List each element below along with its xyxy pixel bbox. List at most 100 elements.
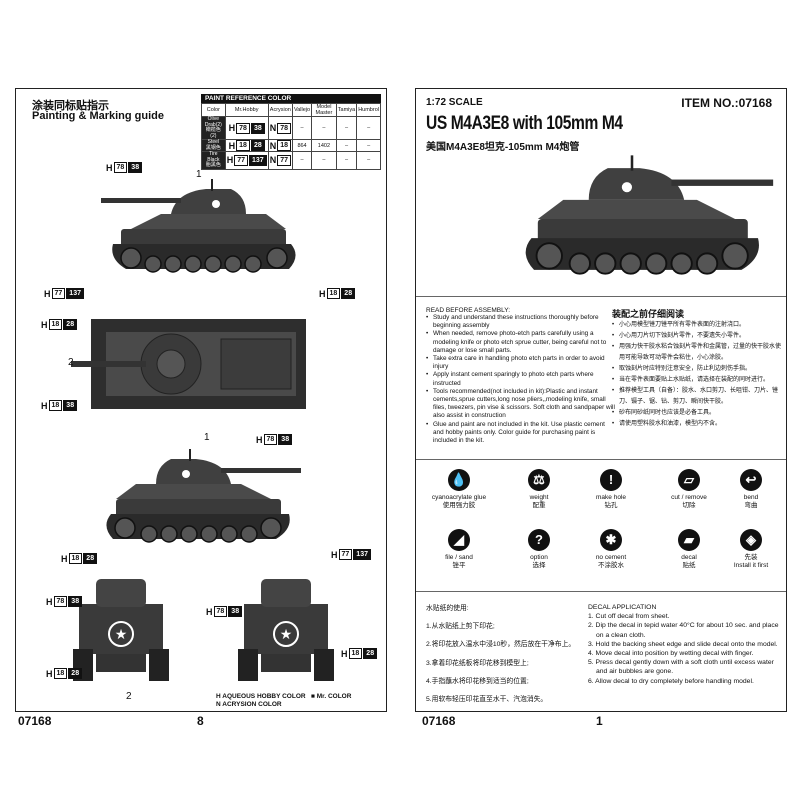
symbol-label: file / sand — [445, 554, 473, 561]
hobby-code: 18 — [68, 553, 83, 564]
page-title-cn: 涂装同标贴指示 — [32, 100, 109, 112]
instruction-item-cn: 小心用刀片切下蚀刻片零件，不要遗失小零件。 — [612, 331, 784, 342]
h-letter: H — [228, 123, 236, 133]
n-letter: N — [269, 123, 277, 133]
mr-color-code: 38 — [63, 400, 78, 411]
tank-right-side-view — [96, 444, 306, 554]
make-hole-icon: ! — [600, 469, 622, 491]
mr-color-code: 28 — [83, 553, 98, 564]
hobby-code: 78 — [236, 122, 250, 134]
decal-step: 2. Dip the decal in tepid water 40°C for… — [588, 622, 779, 639]
decal-step-cn: 3.拿着印花纸板将印花移到模型上; — [426, 659, 529, 667]
col-header: Mr.Hobby — [224, 103, 269, 117]
hobby-code: 18 — [326, 288, 341, 299]
symbol-label-cn: 锉平 — [452, 562, 466, 569]
h-letter: H — [206, 606, 213, 617]
decal-number: 1 — [204, 432, 210, 443]
col-header: Model Master — [311, 103, 337, 117]
page-number: 1 — [596, 714, 603, 728]
col-header: Vallejo — [291, 103, 313, 117]
col-header: Color — [201, 103, 226, 117]
legend-n-prefix: N — [216, 701, 221, 708]
decal-step-cn: 1.从水贴纸上剪下印花; — [426, 623, 495, 631]
h-letter: H — [106, 162, 113, 173]
bend-icon: ↩ — [740, 469, 762, 491]
symbol-label-cn: 不涂胶水 — [598, 562, 624, 569]
decal-step: 3. Hold the backing sheet edge and slide… — [588, 640, 778, 648]
color-name-cn: 黑钢色 — [205, 144, 221, 151]
symbol-label: cut / remove — [671, 494, 707, 501]
item-number: ITEM NO.:07168 — [681, 96, 772, 110]
painting-guide-page: 涂装同标贴指示 Painting & Marking guide PAINT R… — [15, 88, 387, 712]
col-header: Acrysion — [267, 103, 293, 117]
decal-step: 1. Cut off decal from sheet. — [588, 613, 670, 621]
hobby-code: 18 — [348, 648, 363, 659]
h-letter: H — [41, 319, 48, 330]
hobby-code: 78 — [53, 596, 68, 607]
read-before-assembly-en: READ BEFORE ASSEMBLY: Study and understa… — [426, 307, 616, 445]
instruction-item: Study and understand these instructions … — [426, 314, 616, 330]
legend-h-label: AQUEOUS HOBBY COLOR — [222, 693, 306, 700]
instruction-item-cn: 推荐模型工具（自备）：胶水、水口剪刀、长咀钳、刀片、锉刀、镊子、锯、钻、剪刀、瞬… — [612, 386, 784, 408]
cover-page: 1:72 SCALE ITEM NO.:07168 US M4A3E8 with… — [415, 88, 787, 712]
decal-step-cn: 5.用软布轻压印花直至水干、汽泡消失。 — [426, 696, 548, 704]
tank-top-view — [71, 314, 311, 414]
humbrol-code: – — [356, 139, 381, 152]
mr-color-code: 137 — [249, 154, 267, 166]
paint-reference-table: PAINT REFERENCE COLOR Color Mr.Hobby Acr… — [201, 94, 381, 170]
humbrol-code: – — [356, 151, 381, 170]
instruction-item: Take extra care in handling photo etch p… — [426, 355, 616, 371]
mr-color-code: 28 — [250, 140, 265, 151]
vallejo-code: – — [291, 116, 313, 140]
decal-step: 5. Press decal gently down with a soft c… — [588, 659, 774, 676]
color-name: Tire Black — [207, 151, 220, 163]
model-master-code: – — [311, 151, 337, 170]
mr-color-code: 38 — [228, 606, 243, 617]
hobby-code: 77 — [338, 549, 353, 560]
read-heading-cn: 装配之前仔细阅读 — [612, 309, 685, 319]
no-cement-icon: ✱ — [600, 529, 622, 551]
mr-color-code: 28 — [341, 288, 356, 299]
acrysion-code: 77 — [277, 154, 291, 166]
hobby-code: 18 — [53, 668, 68, 679]
n-letter: N — [269, 155, 277, 166]
mr-color-code: 28 — [363, 648, 378, 659]
option-icon: ? — [528, 529, 550, 551]
hobby-code: 18 — [48, 319, 63, 330]
decal-number: 2 — [68, 357, 74, 368]
tank-boxart-view — [516, 149, 776, 289]
tamiya-code: – — [335, 151, 358, 170]
symbol-label: decal — [681, 554, 697, 561]
cyanoacrylate-glue-icon: 💧 — [448, 469, 470, 491]
mr-color-code: 38 — [250, 122, 265, 134]
page-code: 07168 — [422, 714, 456, 728]
decal-number: 1 — [196, 169, 202, 180]
tamiya-code: – — [335, 116, 358, 140]
h-letter: H — [46, 596, 53, 607]
hobby-code: 18 — [236, 140, 250, 151]
mr-color-code: 28 — [68, 668, 83, 679]
instruction-item: Glue and paint are not included in the k… — [426, 421, 616, 446]
vallejo-code: – — [291, 151, 313, 170]
decal-instructions-en: DECAL APPLICATION 1. Cut off decal from … — [588, 603, 784, 686]
symbol-label: cyanoacrylate glue — [431, 494, 487, 501]
symbol-label-cn: 选择 — [532, 562, 546, 569]
instruction-item-cn: 用强力快干胶水粘合蚀刻片零件和金属管，过量的快干胶水使用可能导致可动零件会粘住，… — [612, 342, 784, 364]
h-letter: H — [331, 549, 338, 560]
mr-color-code: 38 — [278, 434, 293, 445]
symbol-label: no cement — [595, 554, 627, 561]
decal-step-cn: 4.手指蘸水将印花移到适当的位置; — [426, 677, 529, 685]
tamiya-code: – — [335, 139, 358, 152]
